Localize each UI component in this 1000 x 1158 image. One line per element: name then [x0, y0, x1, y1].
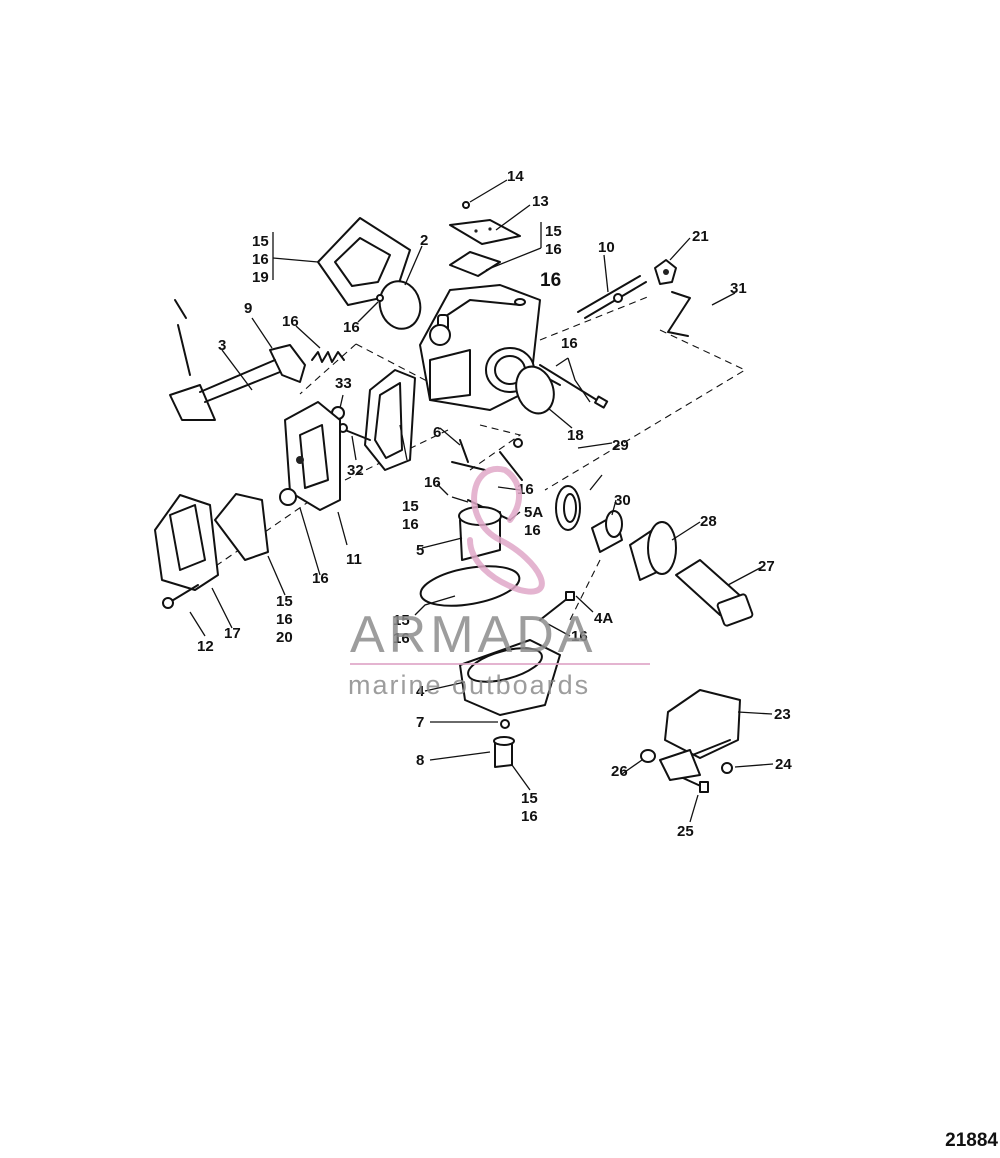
- part-gasket-mid: [364, 369, 416, 471]
- diagram-number: 21884: [945, 1130, 998, 1151]
- part-knob-27: [675, 559, 754, 627]
- part-washer-7: [500, 719, 510, 729]
- callout-16: 16: [545, 241, 562, 258]
- callout-16: 16: [521, 808, 538, 825]
- watermark-logo: [467, 465, 545, 595]
- part-gasket-20: [214, 493, 269, 561]
- callout-32: 32: [347, 462, 364, 479]
- callout-24: 24: [775, 756, 792, 773]
- callout-16: 16: [540, 270, 561, 291]
- callout-15: 15: [545, 223, 562, 240]
- part-drain-screw-8: [493, 736, 515, 768]
- callout-19: 19: [252, 269, 269, 286]
- callout-14: 14: [507, 168, 524, 185]
- callout-28: 28: [700, 513, 717, 530]
- part-pin: [376, 294, 384, 302]
- part-screw-12: [162, 584, 199, 609]
- callout-15: 15: [393, 612, 410, 629]
- callout-16: 16: [276, 611, 293, 628]
- callout-15: 15: [252, 233, 269, 250]
- callout-5: 5: [416, 542, 424, 559]
- callout-16: 16: [312, 570, 329, 587]
- callout-13: 13: [532, 193, 549, 210]
- part-plug: [279, 488, 297, 506]
- callout-16: 16: [393, 630, 410, 647]
- callout-31: 31: [730, 280, 747, 297]
- callout-6: 6: [433, 424, 441, 441]
- callout-9: 9: [244, 300, 252, 317]
- part-diaphragm-18: [515, 365, 555, 415]
- part-knob-28: [629, 521, 677, 581]
- callout-26: 26: [611, 763, 628, 780]
- callout-16: 16: [282, 313, 299, 330]
- callout-16: 16: [561, 335, 578, 352]
- part-spring: [311, 351, 345, 363]
- callout-20: 20: [276, 629, 293, 646]
- callouts: 14 13 15 16 19 2 15 16 10 21 16 31 9 16 …: [197, 168, 792, 840]
- callout-5a: 5A: [524, 504, 543, 521]
- callout-18: 18: [567, 427, 584, 444]
- part-screw-25: [682, 777, 709, 793]
- callout-7: 7: [416, 714, 424, 731]
- part-gasket-19: [317, 217, 411, 306]
- callout-16: 16: [424, 474, 441, 491]
- part-housing-23: [659, 689, 741, 781]
- part-screw-4a: [539, 591, 575, 621]
- part-bracket-9: [269, 344, 306, 383]
- part-ring-29: [555, 485, 581, 531]
- callout-4: 4: [416, 683, 425, 700]
- callout-15: 15: [276, 593, 293, 610]
- part-bowl-4: [459, 639, 561, 716]
- callout-16: 16: [252, 251, 269, 268]
- callout-33: 33: [335, 375, 352, 392]
- callout-16: 16: [571, 628, 588, 645]
- part-bushing-26: [640, 749, 656, 763]
- callout-16: 16: [402, 516, 419, 533]
- watermark-brand: ARMADA: [350, 606, 596, 664]
- callout-17: 17: [224, 625, 241, 642]
- callout-30: 30: [614, 492, 631, 509]
- callout-16: 16: [524, 522, 541, 539]
- part-screw-14: [462, 201, 470, 209]
- callout-29: 29: [612, 437, 629, 454]
- part-bowl-gasket: [419, 565, 521, 607]
- watermark: ARMADA marine outboards: [348, 465, 650, 700]
- part-link-31: [667, 291, 691, 337]
- callout-23: 23: [774, 706, 791, 723]
- part-diaphragm-2: [378, 280, 422, 330]
- callout-12: 12: [197, 638, 214, 655]
- part-sleeve-30: [591, 510, 623, 553]
- callout-27: 27: [758, 558, 775, 575]
- part-lever-21: [654, 259, 677, 285]
- callout-11: 11: [346, 551, 362, 568]
- callout-10: 10: [598, 239, 615, 256]
- callout-4a: 4A: [594, 610, 613, 627]
- callout-2: 2: [420, 232, 428, 249]
- callout-3: 3: [218, 337, 226, 354]
- part-pin-6: [451, 439, 486, 471]
- part-arm-3: [169, 299, 281, 421]
- callout-25: 25: [677, 823, 694, 840]
- callout-15: 15: [521, 790, 538, 807]
- part-cover-plate-13: [449, 219, 521, 245]
- leader-lines: [189, 179, 774, 823]
- part-shaft-10: [577, 275, 647, 319]
- part-pin-16: [499, 438, 523, 481]
- callout-15: 15: [402, 498, 419, 515]
- callout-16: 16: [343, 319, 360, 336]
- watermark-tagline: marine outboards: [348, 670, 590, 700]
- callout-21: 21: [692, 228, 709, 245]
- callout-8: 8: [416, 752, 424, 769]
- part-ball-24: [721, 762, 733, 774]
- part-gasket-plate: [449, 251, 501, 277]
- part-fitting: [514, 298, 526, 306]
- part-cover-17: [154, 494, 219, 591]
